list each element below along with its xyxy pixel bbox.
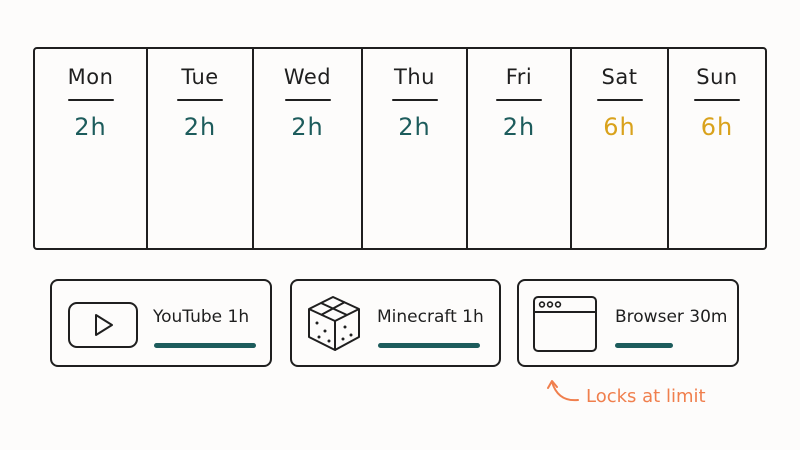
curved-arrow-icon [547, 380, 579, 402]
day-column-mon[interactable]: Mon 2h [35, 49, 148, 248]
browser-window-icon [532, 295, 598, 357]
day-hours: 2h [398, 113, 431, 141]
day-hours: 2h [183, 113, 217, 141]
day-name: Mon [67, 65, 114, 89]
day-name: Wed [283, 65, 332, 89]
day-column-sun[interactable]: Sun 6h [669, 49, 765, 248]
day-hours: 6h [700, 113, 734, 141]
day-name: Thu [394, 65, 435, 89]
day-underline [694, 99, 740, 101]
weekly-schedule-grid: Mon 2h Tue 2h Wed 2h Thu 2h Fri 2h Sat 6… [33, 47, 767, 250]
day-column-wed[interactable]: Wed 2h [254, 49, 363, 248]
day-hours: 2h [74, 113, 107, 141]
day-underline [496, 99, 542, 101]
app-limit-label: Minecraft 1h [377, 307, 484, 327]
day-underline [284, 99, 331, 101]
app-limit-bar [378, 343, 480, 348]
day-hours: 6h [603, 113, 636, 141]
app-limit-card-minecraft[interactable]: Minecraft 1h [290, 279, 501, 367]
day-name: Sat [601, 65, 638, 89]
app-limit-card-youtube[interactable]: YouTube 1h [50, 279, 272, 367]
day-underline [596, 99, 643, 101]
day-column-fri[interactable]: Fri 2h [468, 49, 572, 248]
app-limit-bar [615, 343, 673, 348]
lock-limit-note-text: Locks at limit [586, 386, 706, 407]
app-limit-label: Browser 30m [615, 307, 728, 327]
day-underline [391, 99, 438, 101]
day-name: Sun [696, 65, 738, 89]
app-limit-label: YouTube 1h [153, 307, 250, 327]
day-column-thu[interactable]: Thu 2h [363, 49, 468, 248]
app-limit-bar [154, 343, 256, 348]
day-underline [67, 99, 114, 101]
lock-limit-note: Locks at limit [546, 376, 736, 412]
day-hours: 2h [502, 113, 536, 141]
day-column-sat[interactable]: Sat 6h [572, 49, 669, 248]
day-column-tue[interactable]: Tue 2h [148, 49, 254, 248]
cube-block-icon [305, 293, 363, 357]
play-button-icon [67, 301, 139, 353]
day-name: Fri [505, 65, 533, 89]
app-limit-card-browser[interactable]: Browser 30m [517, 279, 739, 367]
day-name: Tue [181, 65, 219, 89]
day-hours: 2h [291, 113, 324, 141]
day-underline [177, 99, 223, 101]
